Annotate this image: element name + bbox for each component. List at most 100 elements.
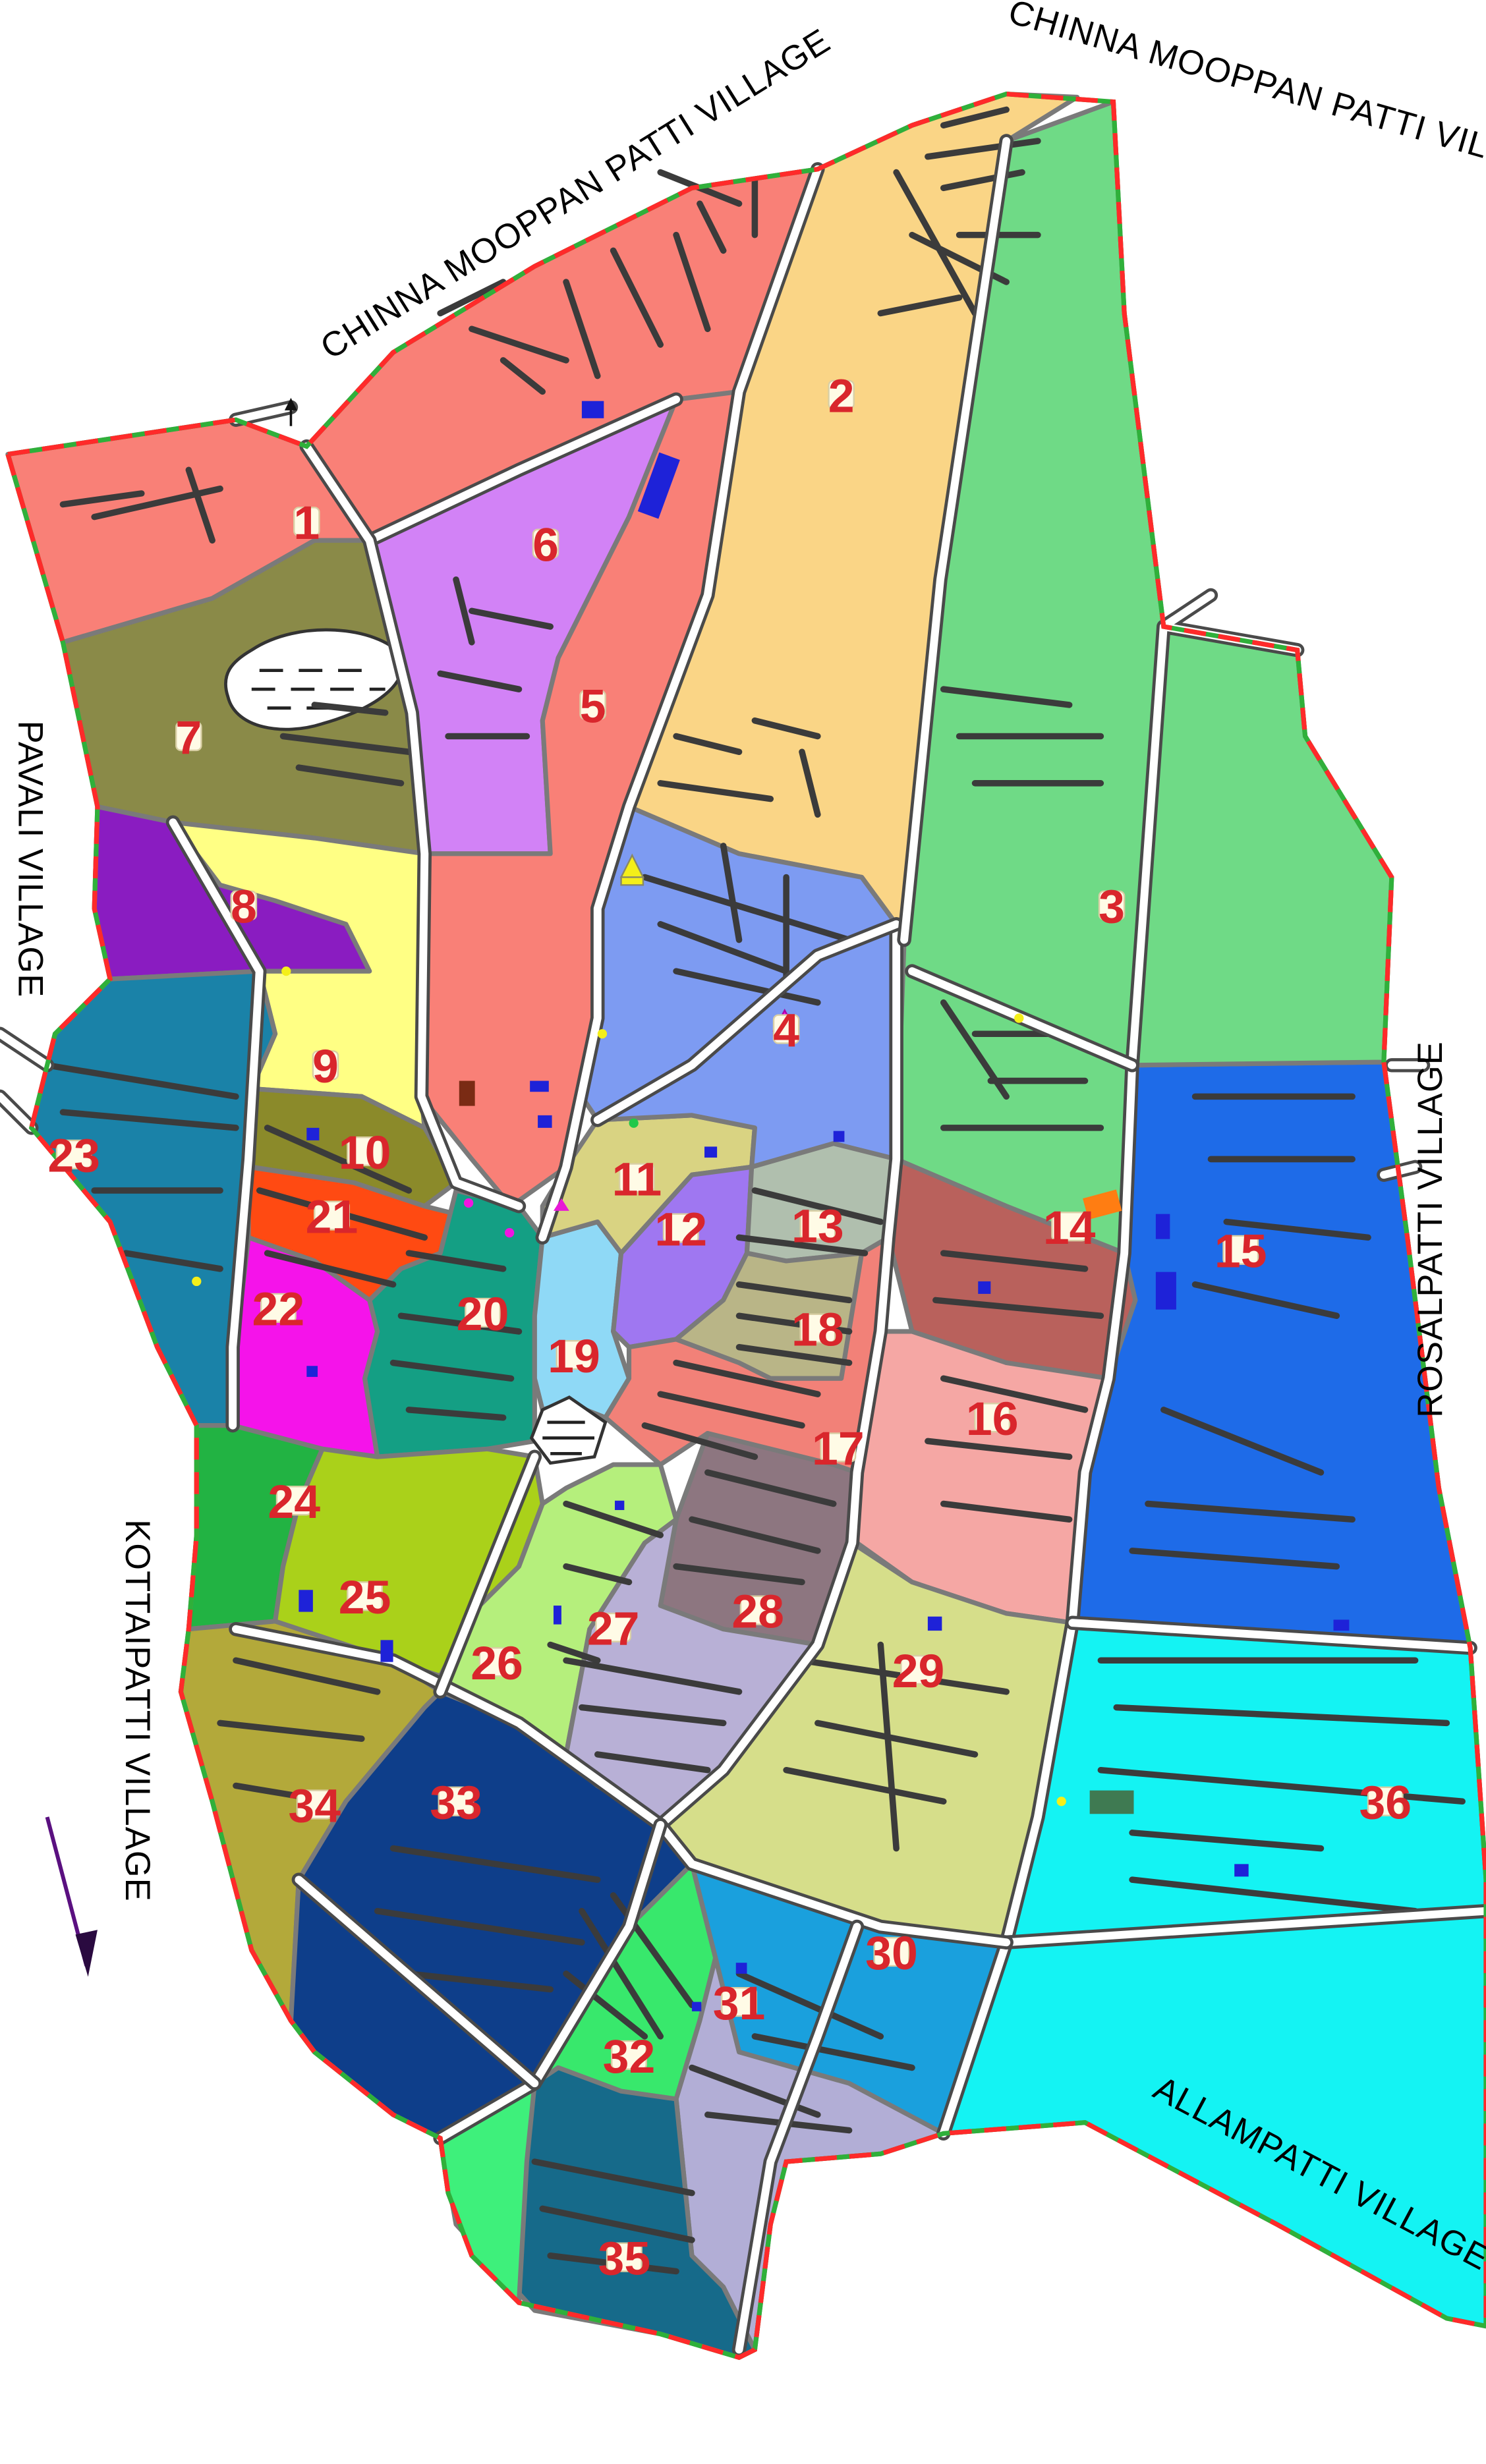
- ward-label-35: 35: [598, 2233, 651, 2285]
- ward-label-36: 36: [1359, 1777, 1412, 1830]
- landmark-temple-icon[interactable]: [553, 1198, 569, 1211]
- landmark-square-icon[interactable]: [691, 2002, 702, 2011]
- ward-label-box: [260, 1293, 297, 1323]
- ward-label-box: [556, 1340, 592, 1370]
- ward-label-4: 4: [772, 1005, 800, 1057]
- ward-label-box: [595, 1612, 632, 1642]
- landmark-square-icon[interactable]: [581, 401, 604, 418]
- municipal-boundary: [5, 92, 1486, 2361]
- main-roads: [0, 134, 1486, 2357]
- village-label-kottaipatti: KOTTAIPATTI VILLAGE: [118, 1519, 156, 1902]
- ward-number: 31: [713, 1977, 766, 2030]
- ward-label-22: 22: [252, 1283, 305, 1336]
- ward-label-32: 32: [603, 2030, 656, 2083]
- ward-label-2: 2: [828, 370, 855, 422]
- ward-label-box: [314, 1200, 350, 1231]
- ward-label-box: [293, 507, 320, 537]
- ward-label-21: 21: [306, 1190, 358, 1243]
- ward-label-box: [579, 690, 606, 720]
- ward-number: 33: [430, 1777, 482, 1830]
- ward-label-box: [799, 1313, 836, 1343]
- ward-number: 30: [865, 1927, 918, 1980]
- ward-label-box: [1098, 890, 1126, 920]
- ward-number: 3: [1099, 881, 1125, 934]
- ward-number: 13: [791, 1200, 844, 1253]
- landmark-dot-icon: [1014, 1013, 1024, 1023]
- ward-label-box: [175, 721, 202, 752]
- ward-label-box: [347, 1136, 384, 1167]
- ward-number: 12: [654, 1204, 707, 1256]
- ward-number: 27: [587, 1603, 640, 1656]
- landmark-square-icon[interactable]: [704, 1146, 718, 1158]
- ward-label-6: 6: [532, 518, 559, 571]
- ward-label-19: 19: [548, 1330, 600, 1383]
- ward-label-box: [739, 1595, 776, 1625]
- landmark-square-icon[interactable]: [380, 1640, 393, 1662]
- ward-number: 32: [603, 2030, 656, 2083]
- ward-label-5: 5: [579, 680, 606, 733]
- landmark-dot-icon: [629, 1118, 639, 1128]
- ward-label-3: 3: [1098, 881, 1126, 934]
- landmark-square-icon[interactable]: [306, 1366, 318, 1377]
- ward-label-34: 34: [288, 1779, 341, 1832]
- ward-label-25: 25: [339, 1571, 391, 1624]
- landmark-square-icon[interactable]: [553, 1606, 561, 1625]
- ward-number: 16: [966, 1393, 1019, 1445]
- ward-label-box: [1051, 1212, 1088, 1242]
- landmark-square-icon[interactable]: [1155, 1214, 1170, 1239]
- ward-label-28: 28: [731, 1586, 784, 1638]
- landmark-square-icon[interactable]: [615, 1500, 625, 1511]
- ward-label-8: 8: [230, 881, 258, 934]
- landmark-square-icon[interactable]: [538, 1115, 552, 1128]
- ward-label-33: 33: [430, 1777, 482, 1830]
- ward-label-31: 31: [713, 1977, 766, 2030]
- landmark-square-icon[interactable]: [833, 1131, 845, 1142]
- ward-label-9: 9: [312, 1040, 339, 1093]
- ward-number: 6: [532, 518, 559, 571]
- landmark-temple-icon[interactable]: [619, 853, 644, 886]
- ward-number: 5: [580, 680, 606, 733]
- ward-number: 17: [812, 1422, 865, 1475]
- ward-number: 4: [773, 1005, 799, 1057]
- ward-label-30: 30: [865, 1927, 918, 1980]
- landmark-square-icon[interactable]: [299, 1590, 313, 1612]
- landmark-dot-icon: [463, 1198, 474, 1208]
- landmark-square-icon[interactable]: [735, 1963, 747, 1974]
- landmark-square-icon[interactable]: [1089, 1790, 1134, 1814]
- ward-number: 26: [471, 1637, 523, 1690]
- street-network: [43, 106, 1466, 2275]
- ward-number: 29: [892, 1645, 945, 1698]
- village-label-pavali: PAVALI VILLAGE: [11, 721, 49, 998]
- landmark-square-icon[interactable]: [530, 1080, 549, 1092]
- ward-number: 8: [231, 881, 257, 934]
- water-body-icon: [224, 628, 405, 731]
- ward-label-15: 15: [1215, 1225, 1267, 1278]
- landmark-dot-icon: [192, 1276, 202, 1287]
- landmark-square-icon[interactable]: [978, 1281, 991, 1294]
- ward-number: 11: [612, 1153, 662, 1206]
- landmark-square-icon[interactable]: [1155, 1272, 1176, 1310]
- landmark-square-icon[interactable]: [306, 1127, 320, 1140]
- ward-label-23: 23: [47, 1130, 100, 1183]
- landmark-square-icon[interactable]: [1333, 1619, 1350, 1631]
- ward-number: 7: [175, 712, 202, 764]
- landmark-square-icon[interactable]: [927, 1616, 942, 1631]
- landmark-square-icon[interactable]: [1083, 1189, 1122, 1220]
- ward-label-12: 12: [654, 1204, 707, 1256]
- ward-label-20: 20: [457, 1288, 509, 1341]
- landmark-square-icon[interactable]: [637, 452, 680, 519]
- ward-label-box: [465, 1297, 501, 1328]
- ward-label-box: [532, 528, 559, 559]
- landmark-dot-icon: [597, 1029, 608, 1039]
- landmark-square-icon[interactable]: [459, 1080, 475, 1106]
- ward-label-box: [900, 1654, 937, 1685]
- ward-label-box: [478, 1647, 515, 1677]
- water-bodies: [224, 628, 608, 1465]
- ward-number: 28: [731, 1586, 784, 1638]
- landmark-dot-icon: [1056, 1797, 1066, 1806]
- north-arrow-icon: [45, 1816, 98, 1977]
- landmark-square-icon[interactable]: [1234, 1864, 1249, 1877]
- ward-label-box: [799, 1210, 836, 1240]
